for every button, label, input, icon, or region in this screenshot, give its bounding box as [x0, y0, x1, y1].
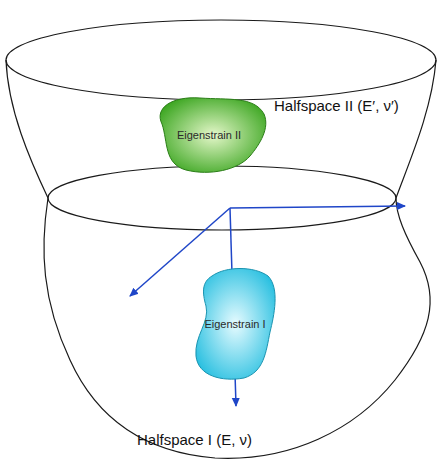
interface-plane — [48, 166, 396, 230]
eigenstrain-region: Eigenstrain I — [192, 266, 278, 382]
eigenstrain-region: Eigenstrain II — [150, 94, 268, 176]
region-label: Eigenstrain II — [177, 129, 241, 141]
bowl-outline — [6, 60, 436, 458]
region-text-wrap: Eigenstrain II — [150, 94, 268, 176]
region-label: Eigenstrain I — [204, 318, 265, 330]
top-rim — [6, 20, 436, 100]
halfspace-label: Halfspace II (E′, ν′) — [274, 97, 399, 114]
region-text-wrap: Eigenstrain I — [192, 266, 278, 382]
x-axis — [230, 206, 405, 208]
halfspace-label: Halfspace I (E, ν) — [137, 431, 252, 448]
